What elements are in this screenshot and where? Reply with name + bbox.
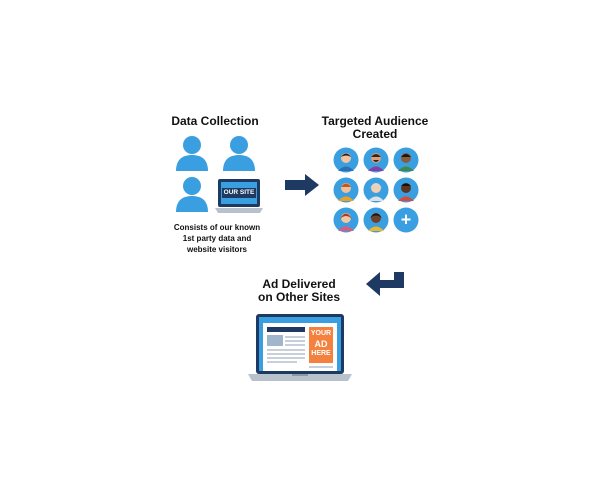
targeted-audience-title-line-2: Created [352, 127, 398, 141]
targeted-audience-title: Targeted Audience Created [315, 115, 435, 141]
laptop-screen-icon [248, 314, 352, 381]
person-icon [223, 136, 255, 171]
ad-text-line-3: HERE [311, 350, 331, 357]
ad-delivered-title-line-2: on Other Sites [257, 290, 340, 304]
our-site-label: OUR SITE [222, 188, 256, 198]
avatar [363, 177, 389, 203]
ad-laptop: YOUR AD HERE [248, 312, 352, 382]
arrow-right-icon [285, 174, 319, 196]
avatar [333, 207, 359, 233]
avatar [393, 177, 419, 203]
data-collection-title: Data Collection [171, 114, 259, 128]
person-icon [176, 177, 208, 212]
add-symbol: + [401, 210, 412, 230]
avatar [393, 147, 419, 173]
ad-text-line-2: AD [314, 339, 328, 349]
person-icon [176, 136, 208, 171]
ad-delivered-title-line-1: Ad Delivered [262, 277, 336, 291]
ad-delivered-title: Ad Delivered on Other Sites [240, 278, 358, 304]
arrow-down-left-icon [366, 272, 404, 296]
targeted-audience-title-line-1: Targeted Audience [321, 114, 429, 128]
our-site-laptop: OUR SITE [215, 178, 263, 214]
ad-placeholder-text: YOUR AD HERE [309, 329, 333, 359]
avatar [363, 147, 389, 173]
caption-line-2: 1st party data and [182, 234, 252, 243]
avatar [333, 177, 359, 203]
audience-avatar-grid: + [333, 147, 423, 237]
data-collection-caption: Consists of our known 1st party data and… [152, 222, 282, 255]
avatar [333, 147, 359, 173]
add-audience-icon: + [393, 207, 419, 233]
caption-line-3: website visitors [186, 245, 248, 254]
avatar [363, 207, 389, 233]
ad-text-line-1: YOUR [310, 330, 332, 337]
caption-line-1: Consists of our known [173, 223, 261, 232]
